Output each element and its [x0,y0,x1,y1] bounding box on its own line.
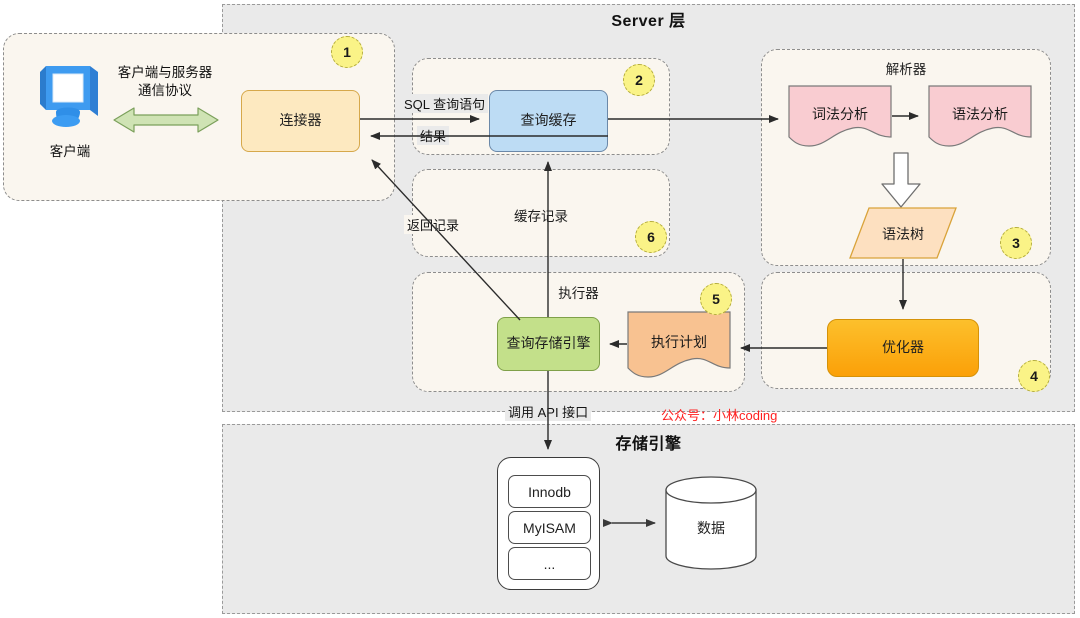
query-cache-node[interactable]: 查询缓存 [489,90,608,152]
protocol-label-line2: 通信协议 [138,83,192,99]
sql-query-edge-label: SQL 查询语句 [401,94,489,113]
watermark-text: 公众号：小林coding [661,408,778,423]
query-storage-engine-label: 查询存储引擎 [506,335,591,352]
syntax-tree-node[interactable]: 语法树 [849,207,957,259]
query-storage-engine-node[interactable]: 查询存储引擎 [497,317,600,371]
query-cache-node-label: 查询缓存 [520,112,577,129]
storage-layer-title: 存储引擎 [615,436,682,453]
syntax-analysis-node[interactable]: 语法分析 [928,85,1032,147]
storage-engine-item-myisam-label: MyISAM [523,519,576,536]
execution-plan-label: 执行计划 [651,334,707,350]
protocol-label-line1: 客户端与服务器 [117,65,213,80]
return-record-edge-label: 返回记录 [404,215,463,234]
data-cylinder: 数据 [665,476,757,570]
storage-engine-item-myisam[interactable]: MyISAM [508,511,591,544]
storage-engine-item-innodb-label: Innodb [528,483,571,500]
protocol-label: 客户端与服务器 通信协议 [100,64,230,100]
badge-1: 1 [331,36,363,68]
storage-engine-item-innodb[interactable]: Innodb [508,475,591,508]
protocol-bidirectional-arrow [112,104,220,136]
server-layer-title: Server 层 [611,13,686,30]
badge-3: 3 [1000,227,1032,259]
result-edge-label: 结果 [417,126,450,145]
parser-hollow-down-arrow-icon [880,152,922,208]
cache-record-group-title: 缓存记录 [514,209,568,224]
lexical-analysis-node[interactable]: 词法分析 [788,85,892,147]
storage-engine-item-more-label: ... [543,555,556,572]
badge-4: 4 [1018,360,1050,392]
data-cylinder-label: 数据 [697,520,725,536]
client-monitor-icon [38,62,102,132]
syntax-tree-label: 语法树 [882,226,924,242]
parser-group-title: 解析器 [885,62,927,77]
execution-plan-node[interactable]: 执行计划 [627,311,731,379]
optimizer-node-label: 优化器 [882,339,924,356]
optimizer-node[interactable]: 优化器 [827,319,979,377]
badge-6: 6 [635,221,667,253]
connector-node[interactable]: 连接器 [241,90,360,152]
executor-group-title: 执行器 [558,286,599,301]
client-label: 客户端 [49,144,91,159]
lexical-analysis-label: 词法分析 [812,106,868,122]
api-call-edge-label: 调用 API 接口 [505,402,592,421]
syntax-analysis-label: 语法分析 [952,106,1008,122]
connector-node-label: 连接器 [279,112,322,129]
storage-engine-item-more[interactable]: ... [508,547,591,580]
badge-5: 5 [700,283,732,315]
badge-2: 2 [623,64,655,96]
